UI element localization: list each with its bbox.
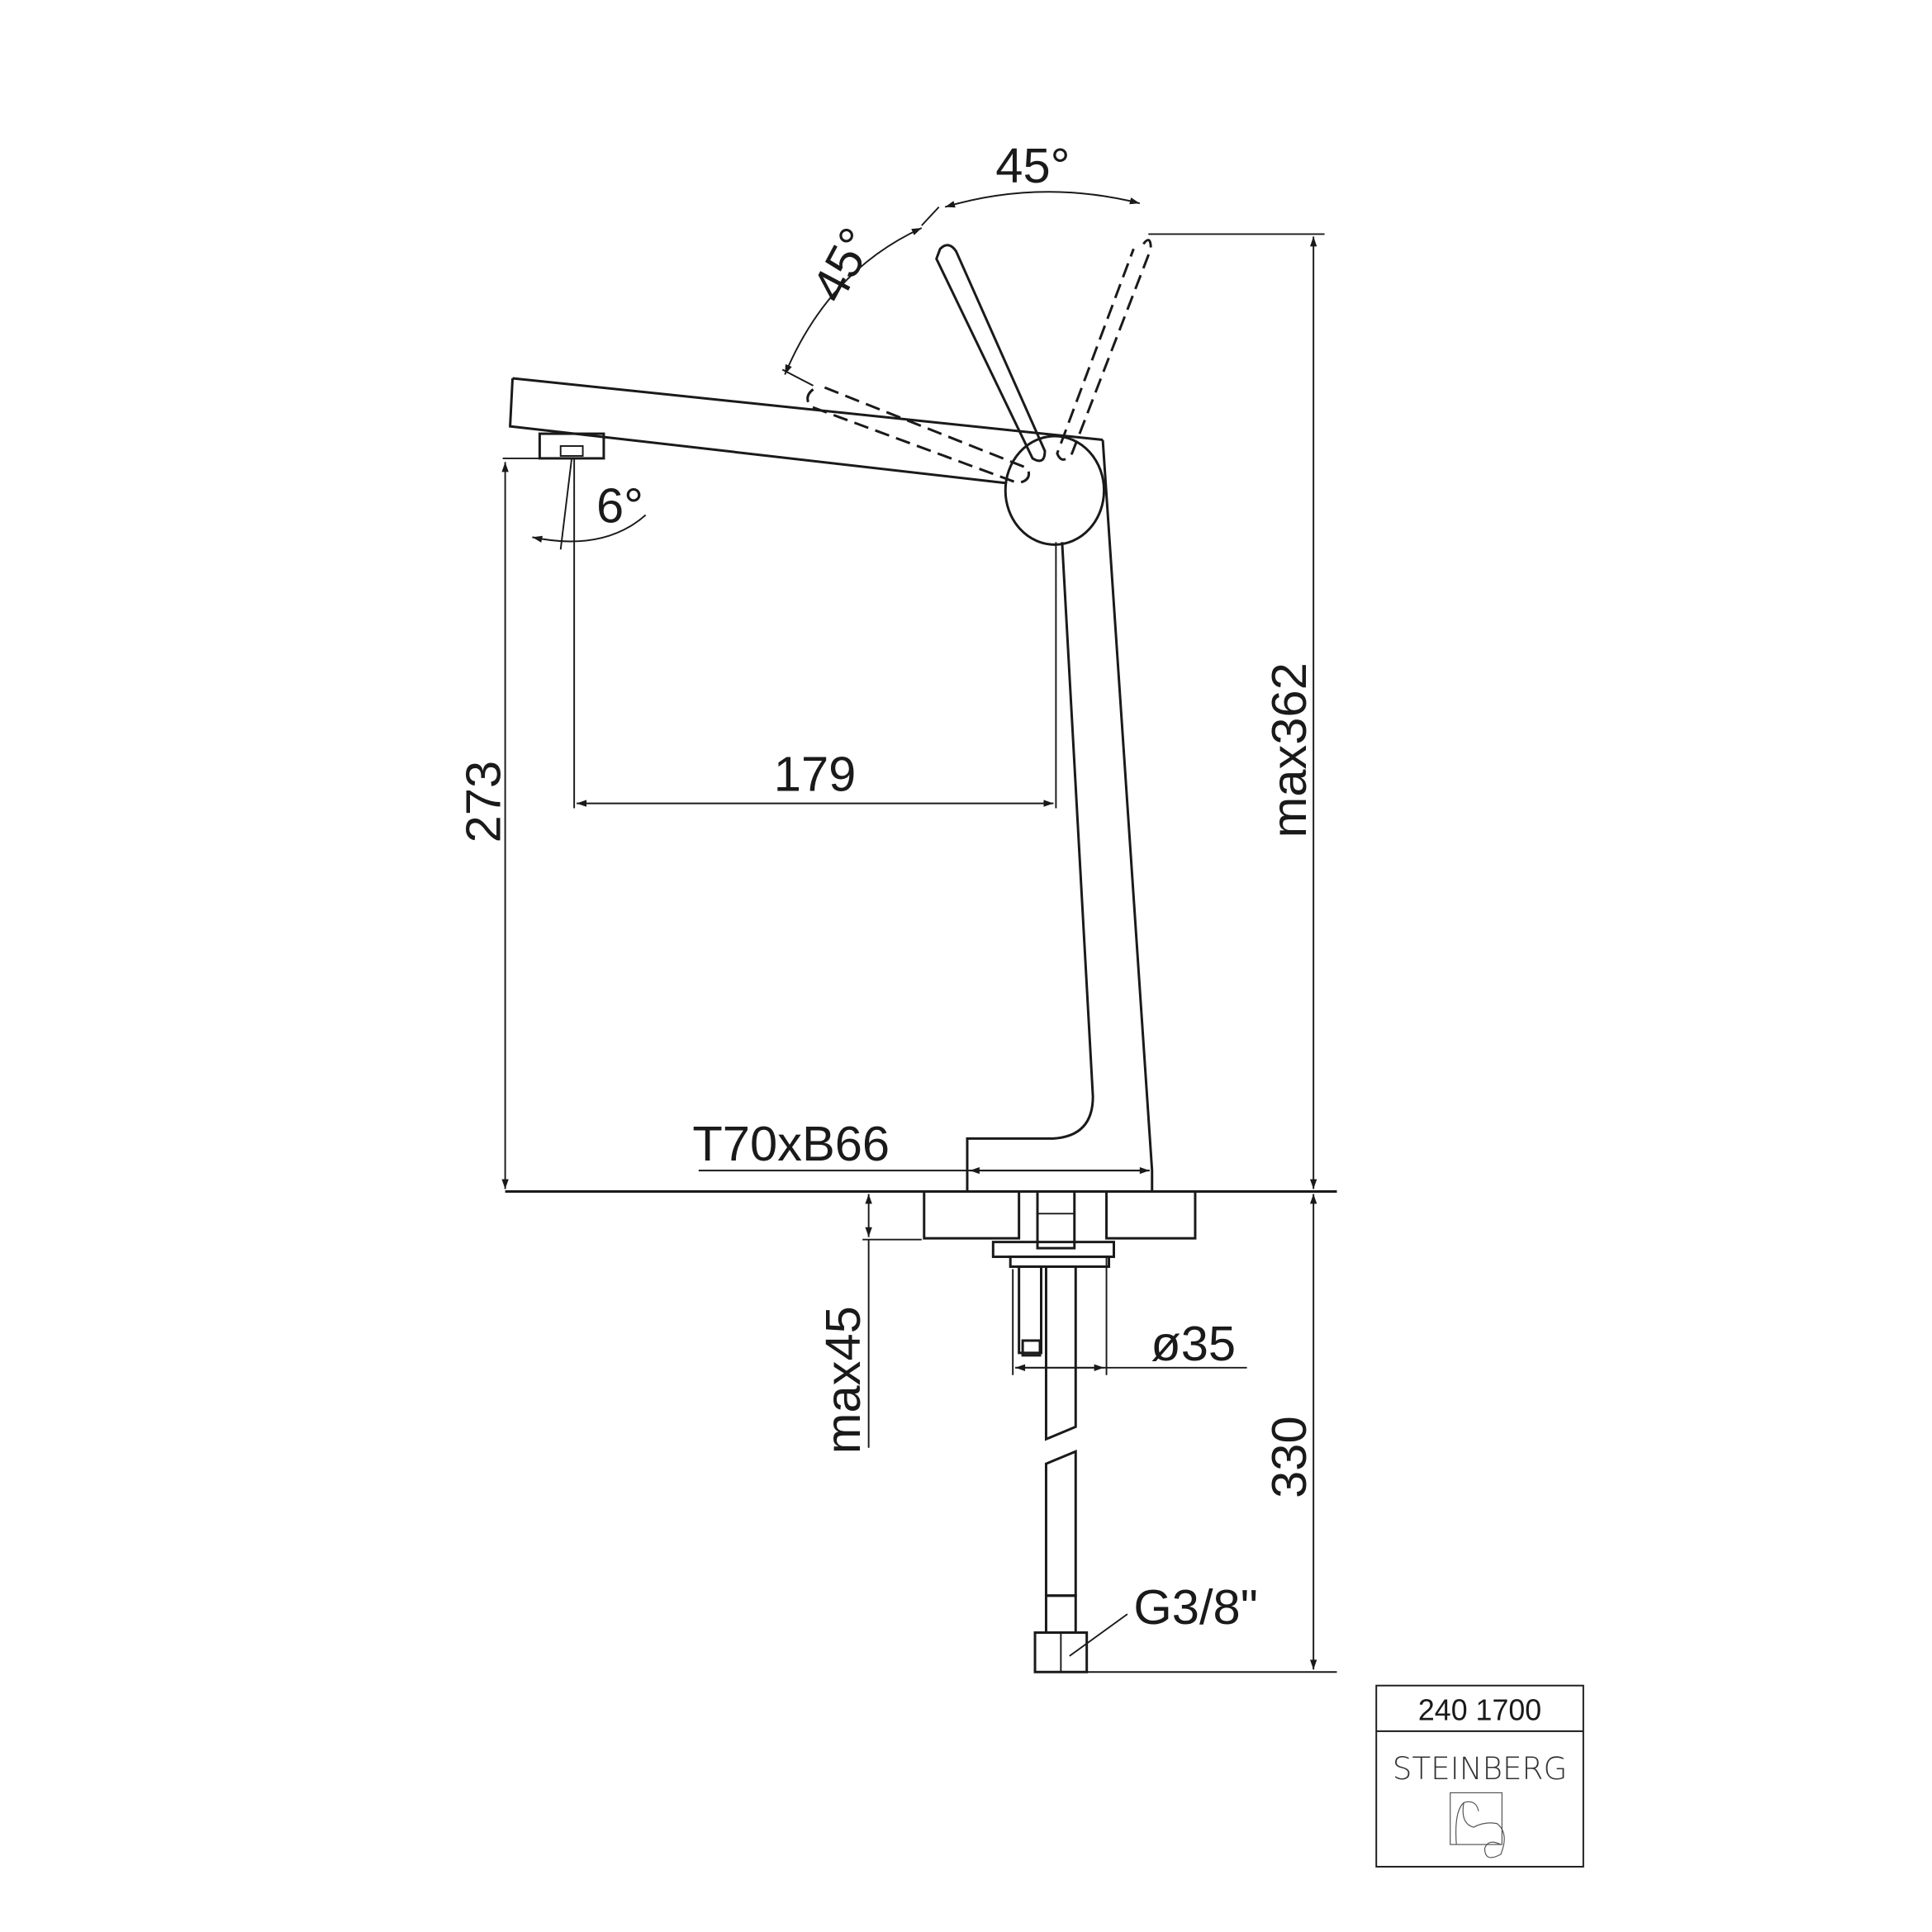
hole-diameter-label: ø35 [1151,1316,1236,1371]
base-size-label: T70xB66 [692,1116,890,1171]
brand-logo-icon [1450,1792,1505,1858]
spout [509,377,1104,485]
spout-angle-label: 6° [596,477,643,533]
lever-positions [806,239,1152,485]
article-number: 240 1700 [1418,1693,1541,1726]
thread-label: G3/8" [1133,1579,1258,1635]
mounting-assembly [923,1189,1197,1673]
linear-dimensions: 273 179 max362 T70xB66 max45 ø35 330 G3/… [456,233,1337,1673]
max-height-label: max362 [1261,662,1317,838]
hose-length-label: 330 [1261,1416,1317,1498]
angle-label-right: 45° [995,138,1070,193]
spout-reach-label: 179 [774,747,857,802]
angle-label-left: 45° [801,219,885,311]
faucet-body [966,434,1154,1192]
brand-name: STEINBERG [1393,1750,1568,1787]
title-block: 240 1700 STEINBERG [1375,1684,1584,1868]
angle-dimensions: 45° 45° 6° [532,138,1141,550]
max-thickness-label: max45 [815,1306,871,1454]
outlet-height-label: 273 [456,761,511,843]
